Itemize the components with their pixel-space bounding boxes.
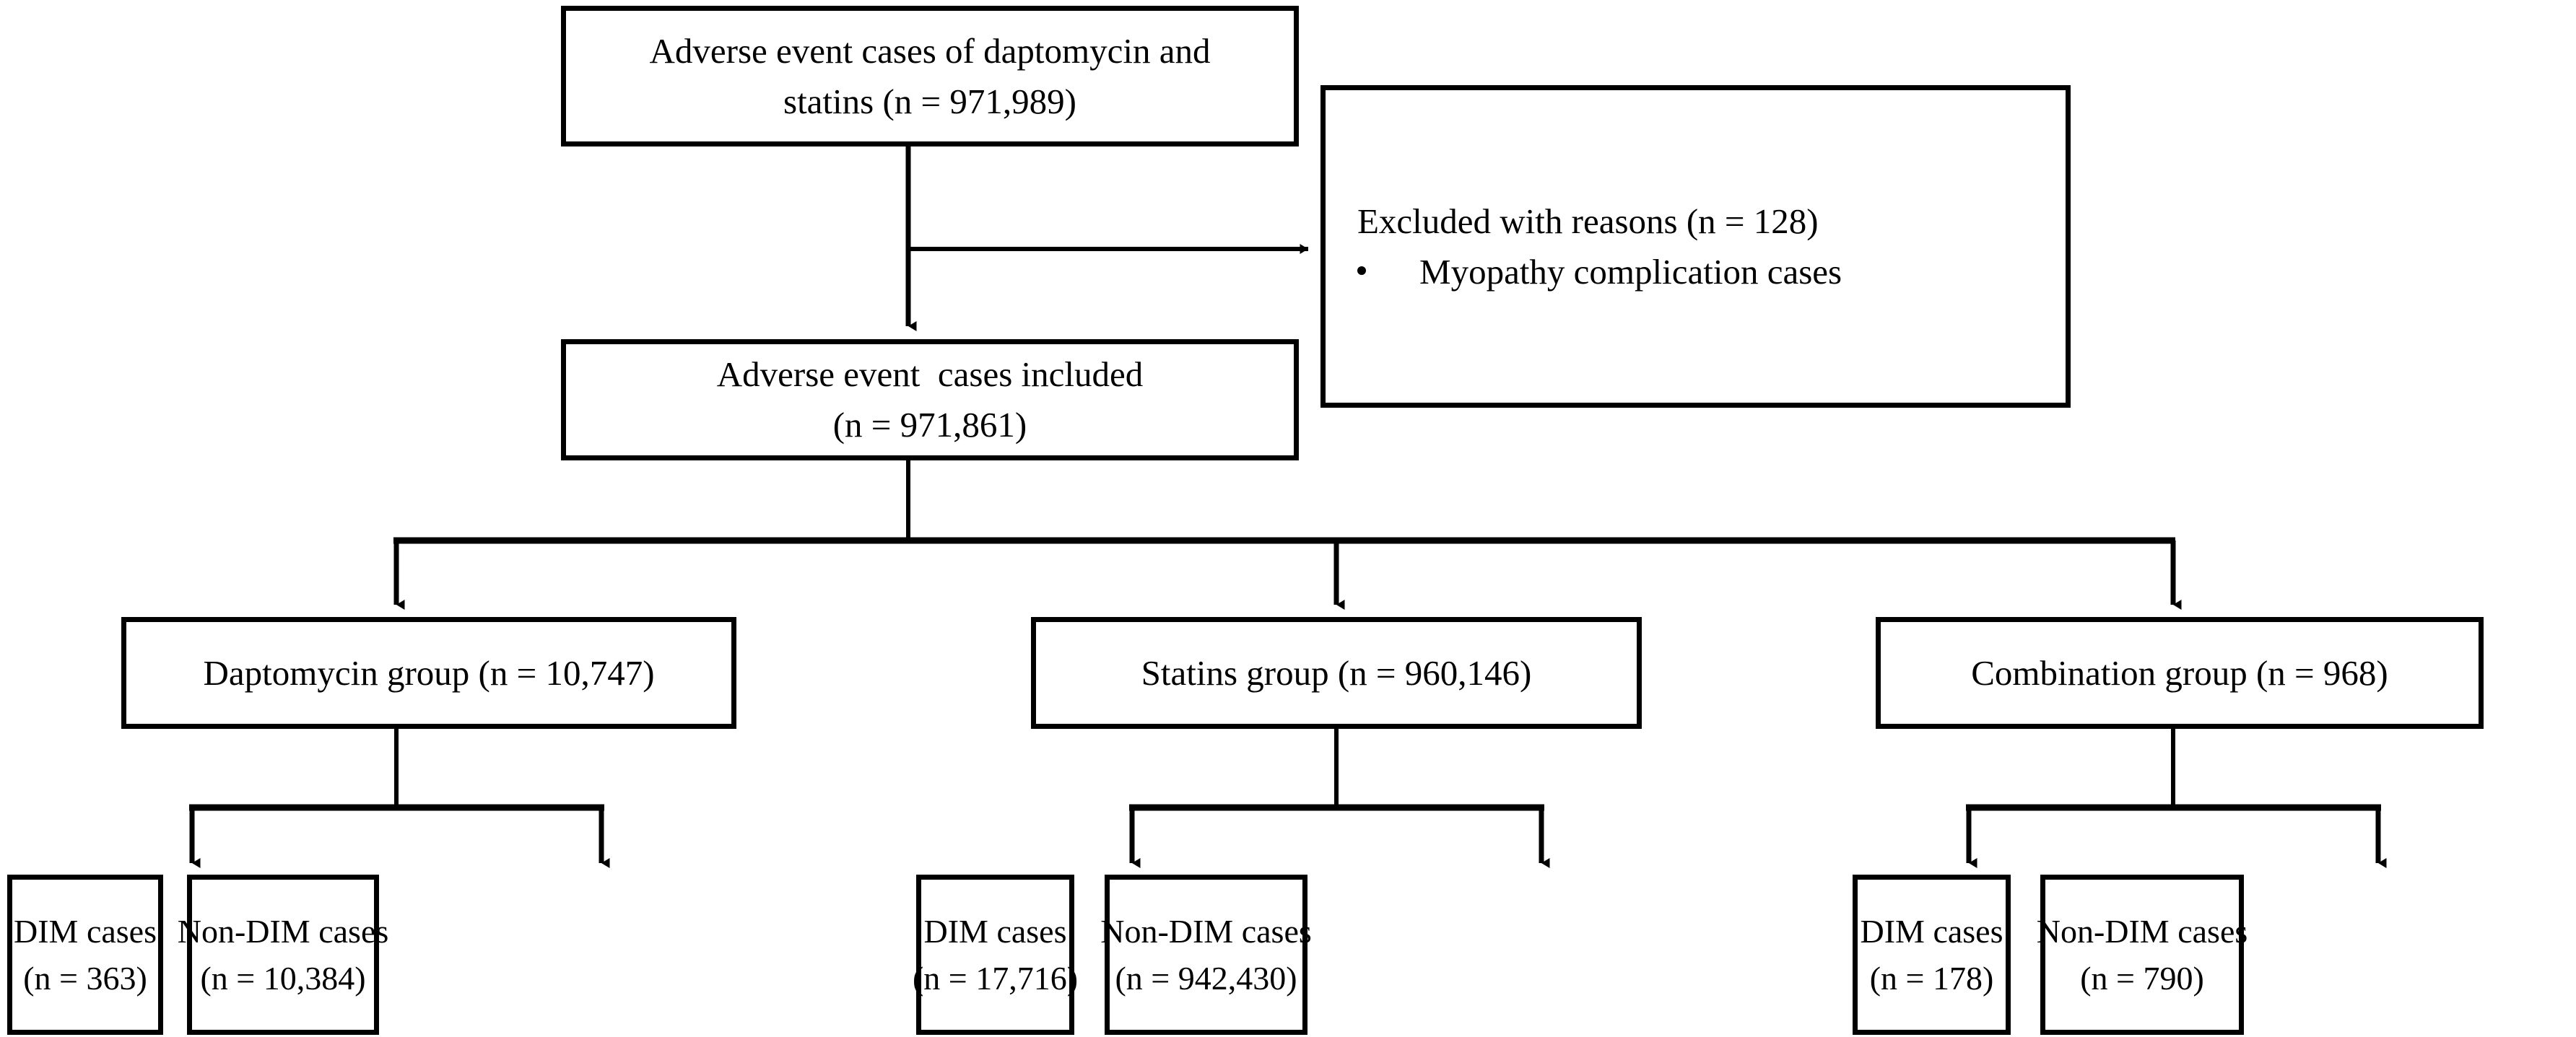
node-statins-nondim: Non-DIM cases (n = 942,430) (1100, 875, 1312, 1035)
node-combination-nondim: Non-DIM cases (n = 790) (2037, 875, 2248, 1035)
node-combination-dim: DIM cases (n = 178) (1853, 875, 2011, 1035)
node-source-line1: Adverse event cases of daptomycin and (649, 30, 1211, 71)
node-excluded-bullet-row: Myopathy complication cases (1357, 247, 2066, 297)
node-combination-dim-line1: DIM cases (1860, 912, 2003, 950)
node-daptomycin-dim-line1: DIM cases (14, 912, 157, 950)
node-statins-dim-line2: (n = 17,716) (912, 960, 1079, 997)
node-group-daptomycin-label: Daptomycin group (n = 10,747) (203, 652, 655, 693)
connector-daptomycin-split (189, 729, 610, 868)
node-daptomycin-nondim-line1: Non-DIM cases (177, 912, 389, 950)
node-statins-dim-line1: DIM cases (923, 912, 1067, 950)
node-statins-nondim-line2: (n = 942,430) (1115, 960, 1297, 997)
node-included-line2: (n = 971,861) (832, 405, 1027, 445)
node-group-statins: Statins group (n = 960,146) (1031, 617, 1642, 729)
node-source-line2: statins (n = 971,989) (783, 81, 1076, 121)
node-group-statins-label: Statins group (n = 960,146) (1141, 652, 1532, 693)
connector-combination-split (1966, 729, 2387, 868)
connector-included-to-groups (393, 460, 2182, 610)
node-daptomycin-dim-line2: (n = 363) (23, 960, 147, 997)
node-group-combination: Combination group (n = 968) (1876, 617, 2484, 729)
bullet-point-icon (1357, 266, 1366, 275)
node-source-population: Adverse event cases of daptomycin and st… (561, 6, 1299, 146)
node-statins-dim: DIM cases (n = 17,716) (913, 875, 1078, 1035)
connector-statins-split (1129, 729, 1550, 868)
node-combination-nondim-line2: (n = 790) (2080, 960, 2204, 997)
node-excluded-with-reasons: Excluded with reasons (n = 128) Myopathy… (1320, 85, 2071, 408)
node-cases-included: Adverse event cases included (n = 971,86… (561, 339, 1299, 460)
node-daptomycin-nondim-line2: (n = 10,384) (200, 960, 366, 997)
node-daptomycin-dim: DIM cases (n = 363) (7, 875, 163, 1035)
node-daptomycin-nondim: Non-DIM cases (n = 10,384) (178, 875, 388, 1035)
node-group-combination-label: Combination group (n = 968) (1971, 652, 2388, 693)
node-statins-nondim-line1: Non-DIM cases (1100, 912, 1312, 950)
node-combination-nondim-line1: Non-DIM cases (2036, 912, 2248, 950)
node-excluded-heading: Excluded with reasons (n = 128) (1357, 201, 1819, 241)
node-group-daptomycin: Daptomycin group (n = 10,747) (121, 617, 736, 729)
node-excluded-bullet1: Myopathy complication cases (1419, 251, 1842, 292)
node-included-line1: Adverse event cases included (716, 354, 1144, 395)
node-combination-dim-line2: (n = 178) (1869, 960, 1994, 997)
